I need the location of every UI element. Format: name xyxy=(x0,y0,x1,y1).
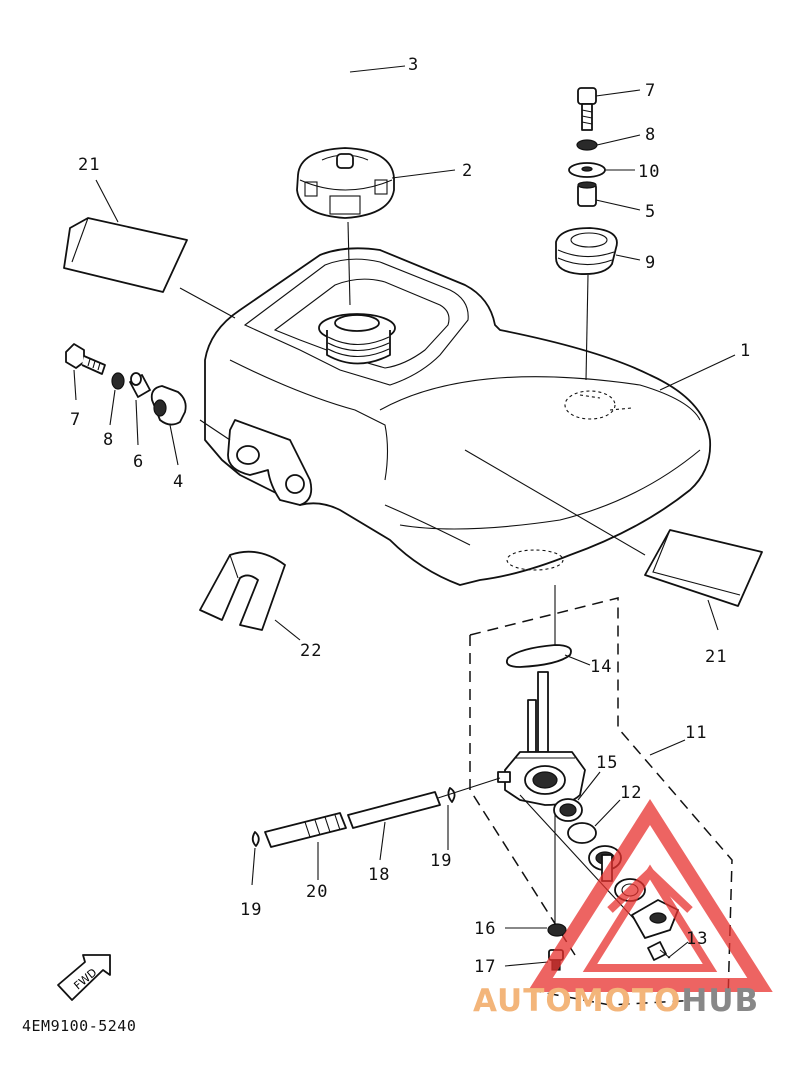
damper-top xyxy=(555,227,618,275)
fwd-arrow-icon: FWD xyxy=(57,954,111,1001)
callout-7-left: 7 xyxy=(70,410,81,430)
watermark-text-part2: HUB xyxy=(681,983,760,1019)
diagram-part-code: 4EM9100-5240 xyxy=(22,1017,137,1035)
o-ring xyxy=(553,798,583,822)
gasket xyxy=(505,644,572,668)
callout-3: 3 xyxy=(408,55,419,75)
bolt-top xyxy=(577,87,597,131)
callout-12: 12 xyxy=(620,783,642,803)
collar-left xyxy=(129,372,151,398)
callout-5: 5 xyxy=(645,202,656,222)
breather-hose xyxy=(213,40,354,154)
fuel-tank xyxy=(204,247,712,586)
callout-13: 13 xyxy=(686,929,708,949)
callout-18: 18 xyxy=(368,865,390,885)
fuel-cock xyxy=(497,671,636,921)
hose-clip xyxy=(199,550,286,631)
watermark-text-part1: AUTOMOTO xyxy=(473,983,682,1019)
plate-washer-top xyxy=(568,162,606,178)
callouts: 3 2 21 7 8 10 5 9 1 7 8 6 4 22 21 14 11 … xyxy=(70,55,751,977)
strainer xyxy=(567,822,597,844)
bolt-left xyxy=(65,343,106,375)
callout-11: 11 xyxy=(685,723,707,743)
damper-left xyxy=(150,385,187,426)
watermark-text: AUTOMOTOHUB xyxy=(473,983,759,1019)
label-sticker-upper xyxy=(63,217,188,293)
callout-8-left: 8 xyxy=(103,430,114,450)
washer-lower xyxy=(547,923,567,937)
callout-21-upper: 21 xyxy=(78,155,100,175)
callout-16: 16 xyxy=(474,919,496,939)
callout-21-lower: 21 xyxy=(705,647,727,667)
callout-15: 15 xyxy=(596,753,618,773)
cover-plate xyxy=(631,899,679,939)
callout-1: 1 xyxy=(740,341,751,361)
callout-19-right: 19 xyxy=(430,851,452,871)
callout-17: 17 xyxy=(474,957,496,977)
callout-20: 20 xyxy=(306,882,328,902)
callout-9: 9 xyxy=(645,253,656,273)
washer-top xyxy=(576,139,598,151)
callout-7-top: 7 xyxy=(645,81,656,101)
callout-4: 4 xyxy=(173,472,184,492)
callout-8-top: 8 xyxy=(645,125,656,145)
callout-22: 22 xyxy=(300,641,322,661)
hose-clamp-left xyxy=(251,831,260,847)
callout-6: 6 xyxy=(133,452,144,472)
watermark-logo-icon xyxy=(527,798,773,992)
label-sticker-lower xyxy=(644,529,763,607)
fuel-hose-short xyxy=(264,812,347,848)
callout-10: 10 xyxy=(638,162,660,182)
leader-lines xyxy=(73,65,736,967)
washer-left xyxy=(111,372,125,390)
fuel-cap xyxy=(296,147,395,219)
screw xyxy=(647,941,671,961)
fuel-hose xyxy=(347,791,441,829)
hose-clamp-right xyxy=(447,787,456,803)
callout-2: 2 xyxy=(462,161,473,181)
callout-19-left: 19 xyxy=(240,900,262,920)
collar-top xyxy=(577,181,597,207)
callout-14: 14 xyxy=(590,657,612,677)
